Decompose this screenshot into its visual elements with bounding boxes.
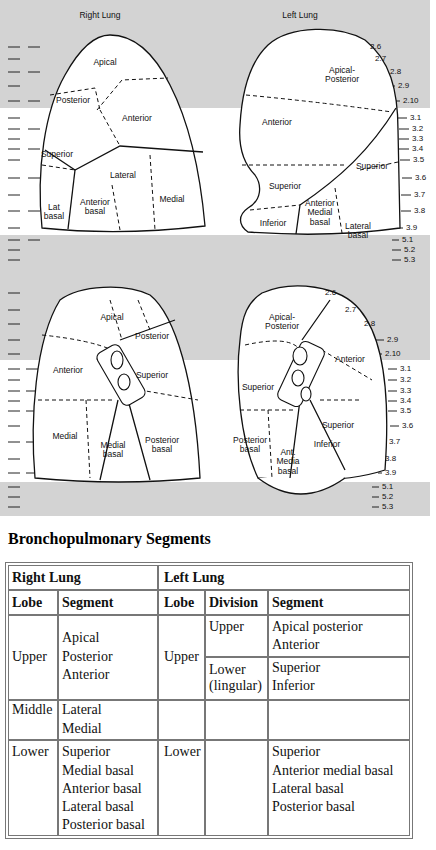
- callout-number: 5.2: [382, 493, 393, 502]
- callout-number: 5.3: [404, 256, 415, 265]
- table-cell: Superior: [62, 744, 110, 759]
- table-cell: Apical posterior: [272, 619, 363, 634]
- callout-number: 2.7: [345, 306, 356, 315]
- table-cell: Anterior: [62, 667, 109, 682]
- callout-number: 3.9: [385, 469, 396, 478]
- table-cell: Anterior basal: [62, 781, 142, 796]
- segment-label: Anterior Medial basal: [299, 199, 341, 227]
- callout-number: 3.2: [412, 125, 423, 134]
- callout-number: 3.9: [406, 224, 417, 233]
- table-cell: Posterior: [62, 649, 113, 664]
- callout-number: 3.1: [400, 365, 411, 374]
- table-cell: Anterior: [272, 637, 319, 652]
- table-header: Lobe: [12, 595, 42, 610]
- table-header: Right Lung: [12, 570, 81, 585]
- callout-number: 3.8: [414, 207, 425, 216]
- segment-label: Anterior: [252, 118, 302, 127]
- callout-number: 2.6: [325, 289, 336, 298]
- table-header: Lobe: [164, 595, 194, 610]
- callout-number: 3.3: [412, 135, 423, 144]
- segment-label: Posterior basal: [230, 436, 270, 455]
- segment-label: Apical-Posterior: [256, 313, 308, 332]
- table-cell: Lateral: [62, 702, 102, 717]
- table-cell: Upper: [12, 649, 47, 664]
- segment-label: Lateral basal: [340, 222, 376, 241]
- table-header: Segment: [272, 595, 323, 610]
- segment-label: Posterior: [48, 96, 98, 105]
- callout-number: 2.8: [364, 320, 375, 329]
- segment-label: Medial: [152, 195, 192, 204]
- callout-number: 3.3: [400, 387, 411, 396]
- segment-label: Anterior basal: [76, 198, 114, 217]
- table-cell: Middle: [12, 702, 52, 717]
- segment-label: Lat basal: [41, 203, 67, 222]
- callout-number: 2.8: [390, 68, 401, 77]
- segment-label: Apical: [85, 58, 125, 67]
- segment-label: Medial: [43, 432, 88, 441]
- callout-number: 3.2: [400, 376, 411, 385]
- callout-number: 3.4: [400, 397, 411, 406]
- lung-heading: Left Lung: [282, 11, 317, 20]
- callout-number: 3.4: [412, 145, 423, 154]
- table-cell: Posterior basal: [62, 817, 145, 832]
- callout-number: 3.7: [389, 438, 400, 447]
- table-header: Segment: [62, 595, 113, 610]
- table-cell: Inferior: [272, 678, 315, 693]
- segment-label: Apical-Posterior: [316, 66, 368, 85]
- callout-number: 5.3: [382, 503, 393, 512]
- segment-label: Anterior: [328, 355, 373, 364]
- table-header: Division: [209, 595, 258, 610]
- segment-label: Ant. Media basal: [273, 448, 303, 476]
- lung-heading: Right Lung: [79, 11, 120, 20]
- segment-label: Apical: [92, 313, 132, 322]
- segment-label: Superior: [263, 182, 308, 191]
- table-cell: Lower (lingular): [209, 662, 267, 694]
- segment-label: Lateral: [101, 171, 146, 180]
- segment-label: Superior: [130, 371, 175, 380]
- table-cell: Medial: [62, 721, 102, 736]
- callout-number: 3.6: [415, 174, 426, 183]
- callout-number: 3.5: [400, 407, 411, 416]
- segment-label: Posterior basal: [141, 436, 183, 455]
- table-cell: Posterior basal: [272, 799, 355, 814]
- segment-label: Superior: [236, 383, 281, 392]
- table-cell: Upper: [164, 649, 199, 664]
- callout-number: 5.1: [382, 483, 393, 492]
- table-cell: Lateral basal: [62, 799, 134, 814]
- segment-label: Anterior: [46, 366, 91, 375]
- segment-label: Inferior: [253, 219, 293, 228]
- table-cell: Lateral basal: [272, 781, 344, 796]
- segment-label: Inferior: [307, 440, 347, 449]
- callout-number: 2.10: [403, 97, 419, 106]
- table-cell: Anterior medial basal: [272, 763, 393, 778]
- callout-number: 2.7: [375, 55, 386, 64]
- callout-number: 2.9: [387, 336, 398, 345]
- segment-label: Superior: [35, 150, 80, 159]
- table-cell: Lower: [164, 744, 201, 759]
- callout-number: 5.1: [402, 236, 413, 245]
- callout-number: 3.1: [410, 114, 421, 123]
- callout-number: 2.10: [385, 350, 401, 359]
- segment-label: Medial basal: [95, 441, 131, 460]
- table-title: Bronchopulmonary Segments: [8, 530, 211, 548]
- callout-number: 3.7: [414, 191, 425, 200]
- segment-label: Anterior: [112, 114, 162, 123]
- table-cell: Lower: [12, 744, 49, 759]
- table-cell: Superior: [272, 744, 320, 759]
- callout-number: 2.6: [370, 43, 381, 52]
- table-cell: Medial basal: [62, 763, 134, 778]
- callout-number: 3.5: [413, 156, 424, 165]
- table-cell: Superior: [272, 660, 320, 675]
- segment-label: Superior: [352, 162, 392, 171]
- callout-number: 3.6: [402, 422, 413, 431]
- table-header: Left Lung: [164, 570, 224, 585]
- table-cell: Apical: [62, 630, 99, 645]
- table-cell: Upper: [209, 619, 244, 634]
- callout-number: 3.8: [385, 455, 396, 464]
- segment-label: Posterior: [132, 332, 172, 341]
- callout-number: 2.9: [398, 82, 409, 91]
- callout-number: 5.2: [404, 246, 415, 255]
- segment-label: Superior: [316, 421, 361, 430]
